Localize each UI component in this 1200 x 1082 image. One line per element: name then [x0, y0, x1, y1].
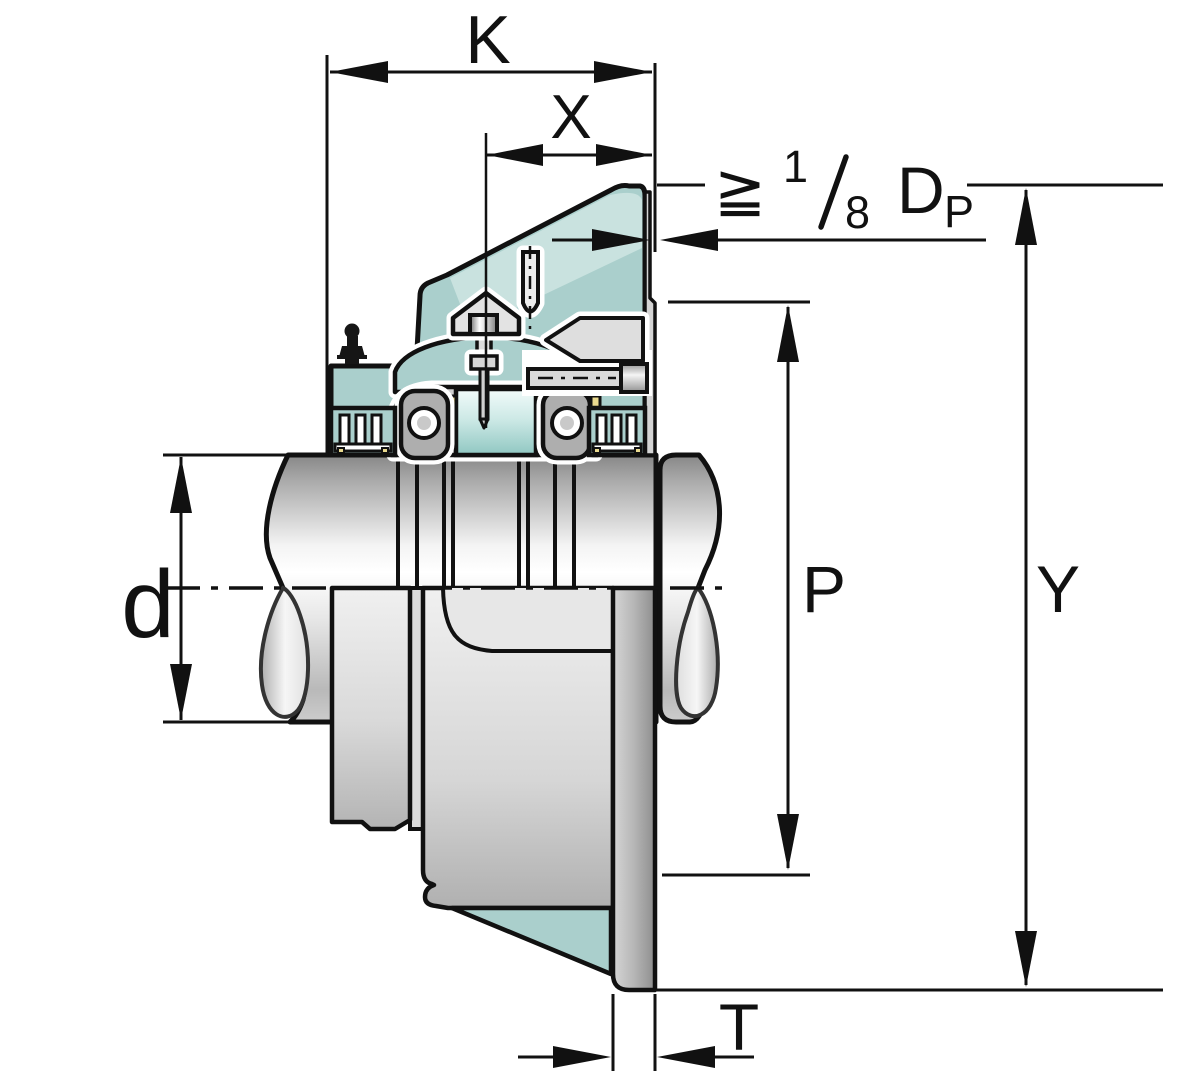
label-k: K	[465, 2, 510, 78]
dimension-d: d	[121, 453, 293, 724]
shaft-break-teardrop-right	[674, 585, 720, 719]
housing-base-exterior	[420, 585, 616, 911]
lower-exterior-view	[329, 585, 658, 993]
label-x: X	[550, 83, 591, 152]
label-t: T	[719, 990, 759, 1064]
label-y: Y	[1036, 552, 1080, 626]
oil-plug	[516, 245, 545, 334]
sleeve-edge-lines	[396, 457, 576, 586]
dimension-y: Y	[657, 188, 1163, 992]
bolt-countersink	[544, 316, 645, 363]
label-p: P	[802, 552, 846, 626]
note-diameter-symbol: D	[897, 153, 945, 227]
note-min-eighth-dp: ≧ 1 8 D P	[552, 141, 1163, 251]
flange-plate-exterior	[610, 585, 658, 993]
labyrinth-seal-left	[328, 405, 398, 458]
dimension-p: P	[662, 300, 846, 877]
bolt-end	[619, 362, 649, 394]
note-geq-symbol: ≧	[714, 156, 766, 225]
note-diameter-subscript: P	[944, 186, 974, 237]
note-numerator: 1	[783, 141, 808, 192]
shaft-break-teardrop-left	[258, 585, 311, 719]
cap-bolt	[522, 311, 652, 396]
set-screw-assembly	[446, 286, 526, 430]
dimension-t: T	[518, 990, 759, 1071]
bearing-assembly	[386, 380, 603, 465]
screw-head	[468, 313, 499, 336]
note-fraction-slash	[818, 154, 849, 230]
screw-collar	[464, 349, 504, 376]
labyrinth-seal-right	[586, 405, 648, 458]
flange-gusset-section	[449, 905, 614, 977]
roller-right	[536, 384, 597, 465]
note-denominator: 8	[845, 187, 870, 238]
housing-base-recess	[443, 588, 613, 651]
dimension-k: K	[325, 2, 657, 455]
roller-left	[394, 384, 455, 465]
dimension-x: X	[484, 83, 652, 428]
adapter-sleeve	[453, 386, 539, 458]
lock-nut	[329, 585, 413, 832]
shaft-stub-right	[657, 452, 723, 725]
label-d: d	[121, 551, 174, 658]
grease-fitting-icon	[337, 323, 367, 364]
